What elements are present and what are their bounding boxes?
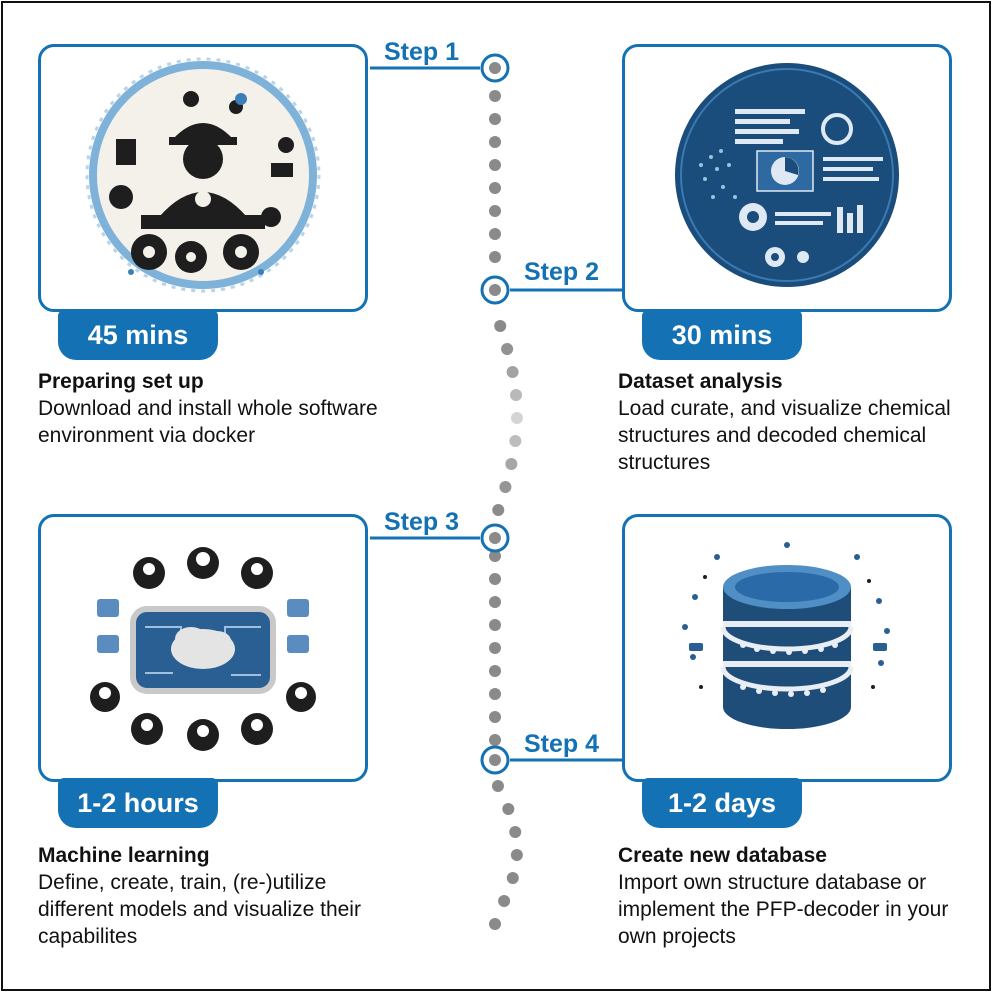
step-3-duration-badge: 1-2 hours	[58, 778, 218, 828]
timeline-dot	[491, 780, 504, 792]
timeline-dot	[494, 320, 507, 332]
step-2-duration-badge: 30 mins	[642, 310, 802, 360]
step-3-card	[38, 514, 368, 782]
timeline-dot	[489, 734, 501, 746]
timeline-dot	[501, 343, 514, 355]
step-4-title: Create new database	[618, 844, 827, 867]
timeline-dot	[489, 159, 501, 171]
timeline-dot	[489, 665, 501, 677]
step-1-label: Step 1	[384, 38, 460, 66]
step-1-duration-badge: 45 mins	[58, 310, 218, 360]
neural-network-icon	[90, 547, 316, 751]
step-2-label: Step 2	[524, 258, 600, 286]
timeline-dot	[498, 895, 511, 907]
timeline-dot	[489, 182, 501, 194]
timeline-dot	[489, 550, 501, 562]
timeline-dot	[489, 205, 501, 217]
timeline-dot	[489, 113, 501, 125]
timeline-dot	[489, 251, 501, 263]
timeline-dot	[510, 849, 523, 861]
timeline-dot	[489, 596, 501, 608]
step-3-description: Define, create, train, (re-)utilize diff…	[38, 871, 361, 948]
database-icon	[682, 542, 890, 729]
timeline-dot	[489, 136, 501, 148]
step-2-title: Dataset analysis	[618, 370, 783, 393]
timeline-dot	[489, 619, 501, 631]
timeline-dot	[489, 228, 501, 240]
timeline-dot	[510, 389, 523, 401]
timeline-dot	[489, 573, 501, 585]
engineer-setup-icon	[85, 57, 321, 293]
timeline-dot	[502, 803, 515, 815]
step-1-description-block: Preparing set up Download and install wh…	[38, 368, 378, 449]
step-2-description-block: Dataset analysis Load curate, and visual…	[618, 368, 958, 476]
timeline-dot	[509, 826, 522, 838]
step-3-label: Step 3	[384, 508, 460, 536]
step-1-description: Download and install whole software envi…	[38, 397, 378, 447]
timeline-dot	[506, 366, 519, 378]
timeline-dot	[489, 918, 501, 930]
timeline-dot	[510, 412, 523, 424]
timeline-dot	[505, 458, 518, 470]
data-dashboard-icon	[675, 63, 899, 287]
timeline-dot	[489, 688, 501, 700]
step-3-title: Machine learning	[38, 844, 210, 867]
timeline-dot	[489, 711, 501, 723]
step-4-description: Import own structure database or impleme…	[618, 871, 949, 948]
timeline-dot	[489, 642, 501, 654]
timeline-dot	[509, 435, 522, 447]
timeline-dot	[489, 90, 501, 102]
step-4-duration-badge: 1-2 days	[642, 778, 802, 828]
timeline-dot	[492, 504, 505, 516]
timeline-dots	[489, 90, 523, 930]
step-4-label: Step 4	[524, 730, 600, 758]
step-1-card	[38, 44, 368, 312]
timeline-dot	[506, 872, 519, 884]
step-3-description-block: Machine learning Define, create, train, …	[38, 842, 378, 950]
timeline-dot	[499, 481, 512, 493]
step-4-description-block: Create new database Import own structure…	[618, 842, 958, 950]
step-1-title: Preparing set up	[38, 370, 204, 393]
step-4-card	[622, 514, 952, 782]
step-2-card	[622, 44, 952, 312]
step-2-description: Load curate, and visualize chemical stru…	[618, 397, 951, 474]
